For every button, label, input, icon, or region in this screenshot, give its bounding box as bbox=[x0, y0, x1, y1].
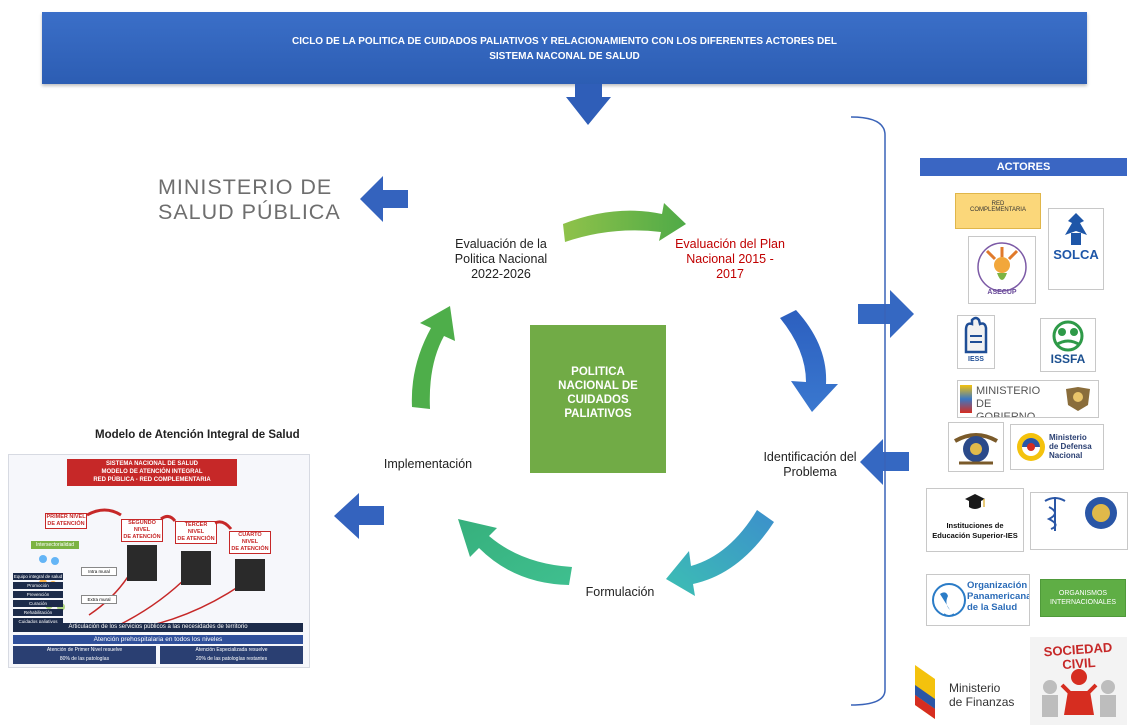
nivel-2: SEGUNDO NIVEL DE ATENCIÓN bbox=[121, 519, 163, 542]
ies-text: Instituciones de Educación Superior-IES bbox=[932, 521, 1018, 540]
center-policy-label: POLITICA NACIONAL DE CUIDADOS PALIATIVOS bbox=[558, 366, 638, 420]
caduceus-icon bbox=[1044, 497, 1117, 531]
nivel-3: TERCER NIVEL DE ATENCIÓN bbox=[175, 521, 217, 544]
nivel-4: CUARTO NIVEL DE ATENCIÓN bbox=[229, 531, 271, 554]
logo-solca: SOLCA bbox=[1048, 208, 1104, 290]
banner-title: CICLO DE LA POLITICA DE CUIDADOS PALIATI… bbox=[291, 36, 838, 62]
ministerio-gobierno-text: MINISTERIO DE GOBIERNO bbox=[976, 385, 1041, 418]
side-item-1: Promoción bbox=[13, 582, 63, 589]
ops-text: Organización Panamericana de la Salud bbox=[967, 580, 1030, 613]
primer-nivel-box: Atención de Primer Nivel resuelve 80% de… bbox=[13, 646, 156, 664]
logo-sanidad bbox=[1030, 492, 1128, 550]
extra-mural: Extra mural bbox=[81, 595, 117, 604]
iess-text: IESS bbox=[968, 356, 984, 363]
solca-saint-icon bbox=[1065, 213, 1087, 245]
asecup-text: ASECUP bbox=[987, 289, 1017, 296]
defensa-circle-icon bbox=[1017, 433, 1045, 461]
node-evaluacion-politica: Evaluación de la Politica Nacional 2022-… bbox=[454, 237, 548, 281]
finanzas-flag-icon bbox=[915, 665, 935, 719]
cycle-arrow-evaluation-politica bbox=[411, 306, 455, 409]
logo-policia bbox=[948, 422, 1004, 472]
center-policy-box: POLITICA NACIONAL DE CUIDADOS PALIATIVOS bbox=[530, 325, 666, 473]
logo-issfa: ISSFA bbox=[1040, 318, 1096, 372]
modelo-header: SISTEMA NACIONAL DE SALUD MODELO DE ATEN… bbox=[67, 459, 237, 486]
primer-resuelve: Atención de Primer Nivel resuelve bbox=[46, 647, 123, 653]
logo-ops: Organización Panamericana de la Salud bbox=[926, 574, 1030, 626]
building-4-icon bbox=[235, 559, 265, 591]
side-item-4: Rehabilitación bbox=[13, 609, 63, 616]
cycle-arrow-implementation bbox=[458, 519, 572, 585]
logo-finanzas: Ministerio de Finanzas bbox=[903, 637, 1025, 727]
node-identificacion: Identificación del Problema bbox=[763, 450, 857, 479]
building-2-icon bbox=[127, 545, 157, 581]
organismos-text: ORGANISMOS INTERNACIONALES bbox=[1049, 590, 1117, 606]
side-item-3: Curación bbox=[13, 600, 63, 607]
especializada-resuelve: Atención Especializada resuelve bbox=[195, 647, 268, 653]
side-item-2: Prevención bbox=[13, 591, 63, 598]
modelo-title: Modelo de Atención Integral de Salud bbox=[95, 429, 300, 441]
node-implementacion: Implementación bbox=[383, 457, 473, 471]
logo-defensa: Ministerio de Defensa Nacional bbox=[1010, 424, 1104, 470]
issfa-emblem-icon bbox=[1052, 320, 1084, 352]
ministerio-salud-logo: MINISTERIO DE SALUD PÚBLICA bbox=[158, 175, 341, 224]
intra-mural: Intra mural bbox=[81, 567, 117, 576]
building-3-icon bbox=[181, 551, 211, 585]
node-formulacion: Formulación bbox=[585, 585, 655, 599]
prehospitalaria-bar: Atención prehospitalaria en todos los ni… bbox=[13, 635, 303, 644]
side-item-5: Cuidados paliativos bbox=[13, 618, 63, 625]
police-emblem-icon bbox=[954, 433, 998, 465]
issfa-text: ISSFA bbox=[1050, 352, 1086, 366]
ops-globe-icon bbox=[932, 583, 966, 617]
logo-iess: IESS bbox=[957, 315, 995, 369]
logo-asecup: ASECUP bbox=[968, 236, 1036, 304]
actors-header: ACTORES bbox=[920, 158, 1127, 176]
cycle-arrow-evaluation bbox=[563, 203, 686, 242]
title-banner: CICLO DE LA POLITICA DE CUIDADOS PALIATI… bbox=[42, 12, 1087, 84]
modelo-atencion-image: SISTEMA NACIONAL DE SALUD MODELO DE ATEN… bbox=[8, 454, 310, 668]
logo-red-complementaria: RED COMPLEMENTARIA bbox=[955, 193, 1041, 229]
side-item-0: Equipo integral de salud bbox=[13, 573, 63, 580]
solca-text: SOLCA bbox=[1053, 247, 1099, 262]
gobierno-stripe-icon bbox=[960, 385, 972, 413]
arrow-to-actors bbox=[858, 290, 914, 338]
articulacion-bar: Articulación de los servicios públicos a… bbox=[13, 623, 303, 632]
finanzas-text: Ministerio de Finanzas bbox=[949, 681, 1015, 709]
actors-bracket bbox=[850, 116, 886, 706]
primer-pct: 80% de las patologías bbox=[59, 656, 110, 662]
red-complementaria-text: RED COMPLEMENTARIA bbox=[970, 201, 1026, 213]
ecuador-shield-icon bbox=[1066, 387, 1090, 411]
logo-organismos: ORGANISMOS INTERNACIONALES bbox=[1040, 579, 1126, 617]
arrow-to-modelo bbox=[334, 493, 384, 539]
intersectorialidad-label: Intersectorialidad bbox=[31, 541, 79, 549]
logo-ies: Instituciones de Educación Superior-IES bbox=[926, 488, 1024, 552]
cycle-arrow-identification bbox=[780, 310, 838, 412]
nivel-1: PRIMER NIVEL DE ATENCIÓN bbox=[45, 513, 87, 529]
graduation-cap-icon bbox=[965, 494, 985, 509]
iess-hand-icon bbox=[964, 316, 988, 354]
especializada-box: Atención Especializada resuelve 20% de l… bbox=[160, 646, 303, 664]
banner-down-arrow bbox=[566, 84, 611, 125]
people-group-icon bbox=[1042, 669, 1116, 717]
node-evaluacion-plan: Evaluación del Plan Nacional 2015 - 2017 bbox=[675, 237, 785, 281]
modelo-arrows bbox=[39, 508, 242, 631]
logo-ministerio-gobierno: MINISTERIO DE GOBIERNO bbox=[957, 380, 1099, 418]
arrow-to-ministerio bbox=[360, 176, 408, 222]
cycle-arrow-formulation bbox=[666, 510, 774, 596]
asecup-flower-icon bbox=[977, 242, 1027, 292]
especializada-pct: 20% de las patologías restantes bbox=[195, 656, 268, 662]
defensa-text: Ministerio de Defensa Nacional bbox=[1049, 433, 1092, 460]
logo-sociedad-civil: SOCIEDAD CIVIL bbox=[1030, 637, 1127, 725]
